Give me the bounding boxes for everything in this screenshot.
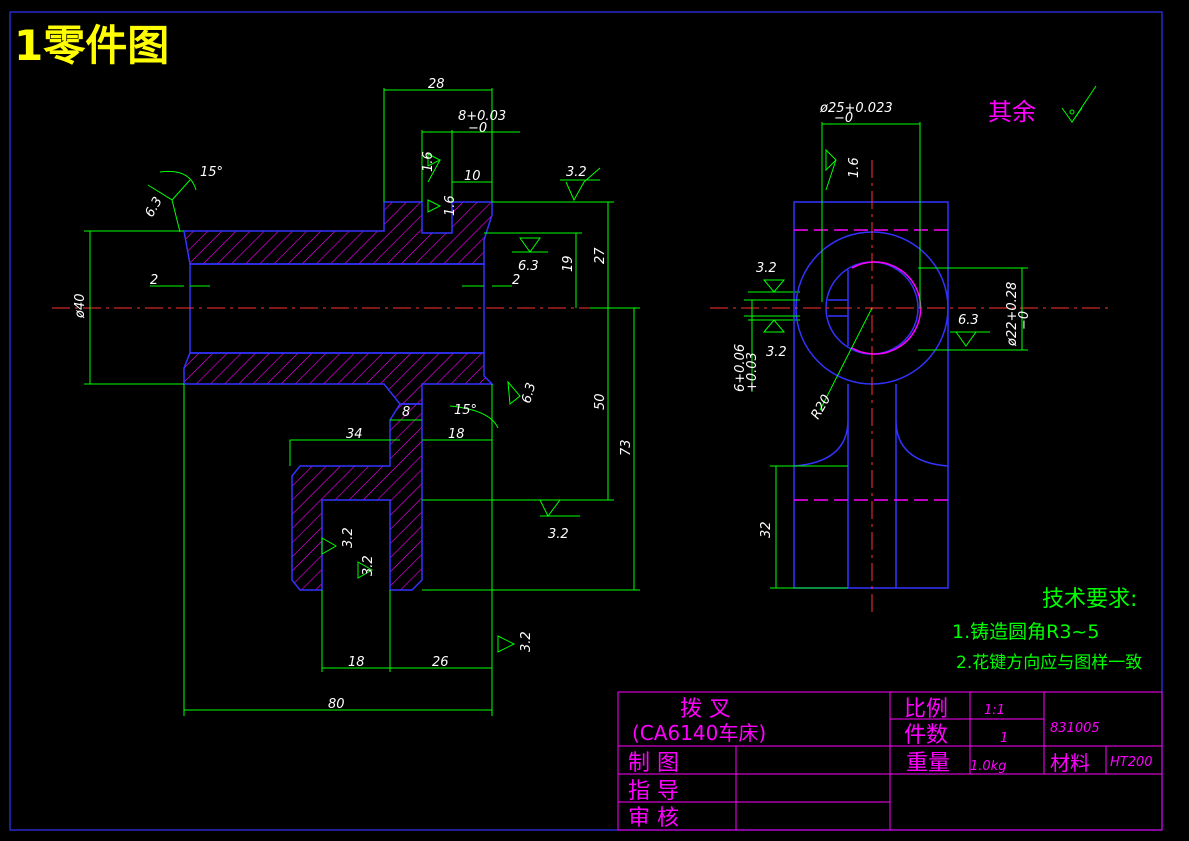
side-dimension-lines [744, 122, 1028, 589]
scale-label: 比例 [904, 697, 948, 722]
svg-text:−0: −0 [1017, 311, 1032, 330]
guide-by: 指 导 [628, 779, 679, 804]
drawn-by: 制 图 [628, 751, 679, 776]
svg-text:R20: R20 [808, 392, 834, 422]
drawing-border [9, 11, 1163, 831]
hatch-lower-wall [183, 352, 494, 405]
svg-text:3.2: 3.2 [548, 527, 569, 542]
svg-text:34: 34 [346, 427, 363, 442]
svg-text:2: 2 [150, 273, 158, 288]
svg-text:1.6: 1.6 [421, 151, 436, 172]
svg-text:15°: 15° [454, 403, 477, 418]
svg-text:32: 32 [759, 521, 774, 538]
svg-text:73: 73 [619, 439, 634, 456]
svg-text:28: 28 [428, 77, 445, 92]
svg-text:8+0.03: 8+0.03 [458, 109, 506, 124]
machine-name: (CA6140车床) [632, 721, 766, 745]
svg-text:19: 19 [561, 255, 576, 272]
svg-text:15°: 15° [200, 165, 223, 180]
svg-text:3.2: 3.2 [766, 345, 787, 360]
svg-text:6+0.06: 6+0.06 [733, 344, 748, 392]
drawing-number: 831005 [1050, 721, 1100, 736]
svg-text:3.2: 3.2 [756, 261, 777, 276]
material-label: 材料 [1050, 751, 1090, 775]
side-block [793, 201, 949, 589]
svg-text:6.3: 6.3 [142, 195, 165, 220]
svg-text:6.3: 6.3 [519, 381, 539, 405]
scale-value: 1:1 [984, 703, 1005, 718]
title-block-texts: 拨 叉 (CA6140车床) 比例 1:1 件数 1 831005 重量 1.0… [628, 697, 1153, 831]
svg-text:3.2: 3.2 [519, 631, 534, 652]
review-by: 审 核 [628, 806, 679, 831]
svg-text:1.6: 1.6 [847, 157, 862, 178]
svg-text:50: 50 [593, 393, 608, 410]
svg-text:+0.03: +0.03 [745, 352, 760, 392]
material-value: HT200 [1110, 755, 1153, 770]
svg-text:−0: −0 [468, 121, 487, 136]
svg-text:6.3: 6.3 [518, 259, 539, 274]
svg-text:18: 18 [448, 427, 465, 442]
dimension-lines [84, 88, 640, 716]
svg-text:3.2: 3.2 [361, 555, 376, 576]
svg-text:3.2: 3.2 [566, 165, 587, 180]
svg-text:8: 8 [402, 405, 410, 420]
side-view [710, 160, 1110, 615]
tech-heading: 技术要求: [1042, 587, 1137, 612]
tech-item-2: 2.花键方向应与图样一致 [956, 653, 1142, 673]
title-block [617, 691, 1163, 831]
svg-text:18: 18 [348, 655, 365, 670]
section-view [52, 201, 590, 591]
svg-text:27: 27 [593, 247, 608, 264]
page-title: 1零件图 [14, 21, 169, 70]
count-label: 件数 [904, 723, 948, 748]
svg-text:ø25+0.023: ø25+0.023 [819, 101, 893, 116]
roughness-symbols [147, 85, 1097, 653]
tech-item-1: 1.铸造圆角R3~5 [952, 621, 1099, 643]
svg-text:2: 2 [512, 273, 520, 288]
svg-text:6.3: 6.3 [958, 313, 979, 328]
svg-text:26: 26 [432, 655, 449, 670]
svg-text:3.2: 3.2 [341, 527, 356, 548]
count-value: 1 [1000, 731, 1008, 746]
roughness-texts: 6.3 1.6 1.6 3.2 6.3 6.3 3.2 3.2 3.2 3.2 … [142, 151, 978, 652]
dimension-texts: 28 8+0.03 −0 10 15° 15° 2 2 ø40 19 27 50… [73, 77, 1032, 712]
fork-slot [793, 384, 949, 588]
rest-roughness-note: 其余 [988, 98, 1036, 126]
svg-text:80: 80 [328, 697, 345, 712]
part-name: 拨 叉 [680, 697, 731, 722]
weight-value: 1.0kg [970, 759, 1006, 774]
svg-text:ø40: ø40 [73, 294, 88, 320]
svg-text:10: 10 [464, 169, 481, 184]
weight-label: 重量 [906, 751, 950, 776]
svg-text:1.6: 1.6 [443, 195, 458, 216]
technical-requirements: 技术要求: 1.铸造圆角R3~5 2.花键方向应与图样一致 [952, 587, 1142, 673]
svg-text:−0: −0 [834, 111, 853, 126]
svg-text:ø22+0.28: ø22+0.28 [1005, 282, 1020, 347]
